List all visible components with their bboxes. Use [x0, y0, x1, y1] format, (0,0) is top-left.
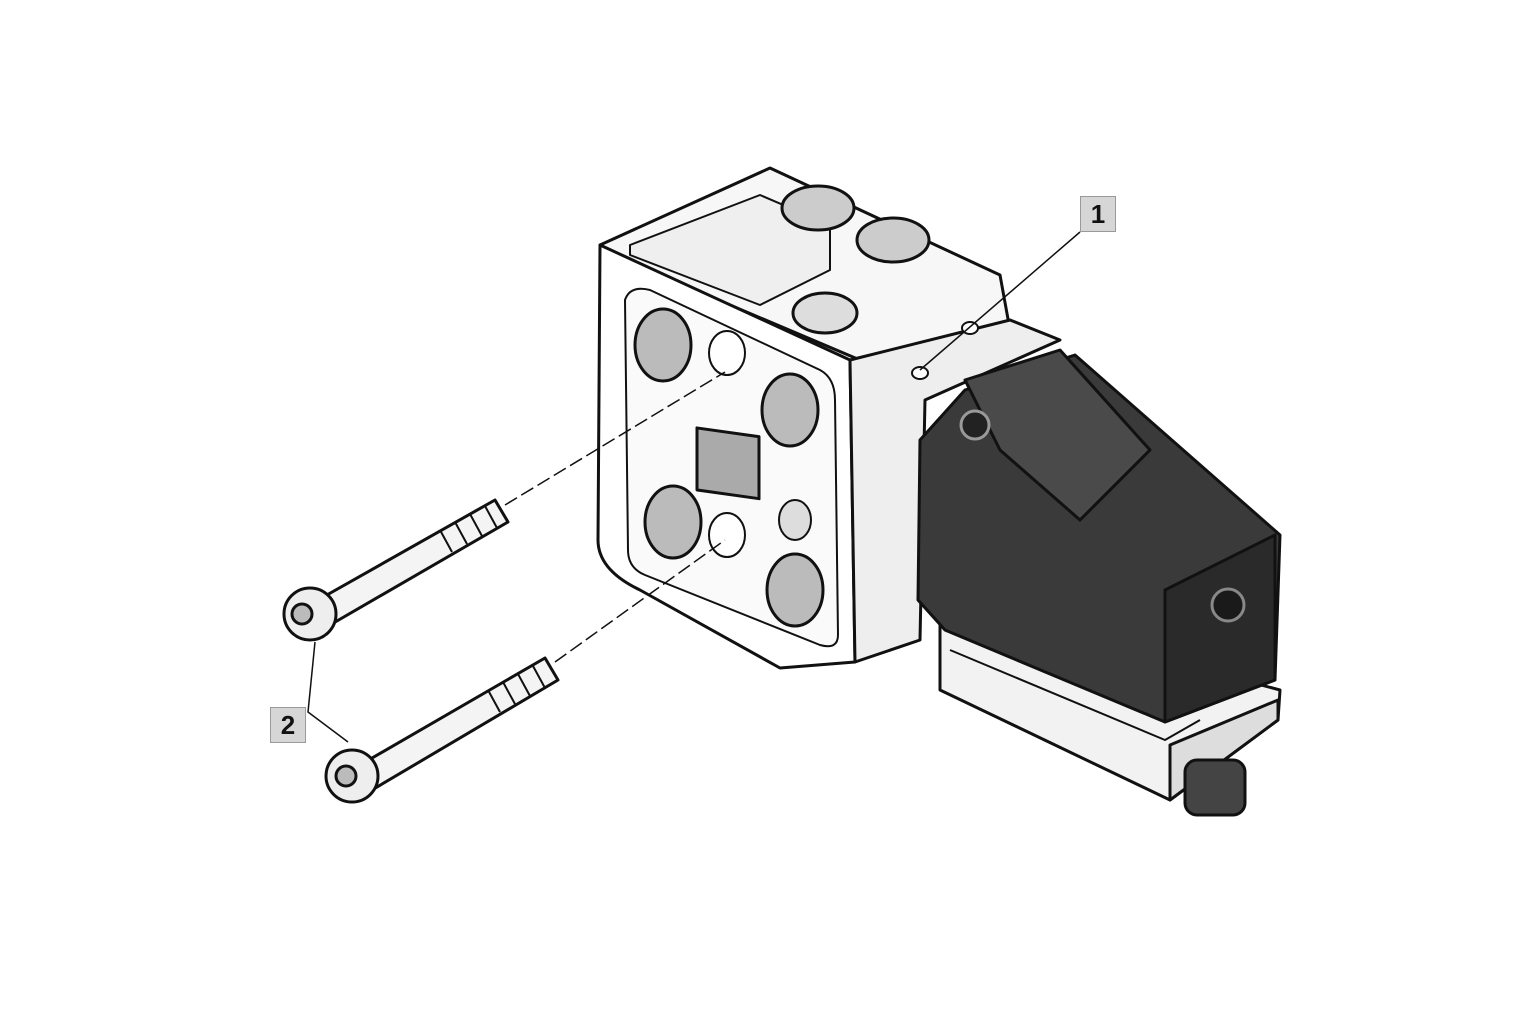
- callout-1: 1: [1080, 196, 1116, 232]
- leader-lines: [307, 231, 1081, 743]
- callout-2: 2: [270, 707, 306, 743]
- screw-lower: [324, 656, 560, 804]
- screw-upper: [282, 498, 510, 642]
- solenoid-coil: [916, 348, 1282, 724]
- valve-body: [596, 166, 1062, 670]
